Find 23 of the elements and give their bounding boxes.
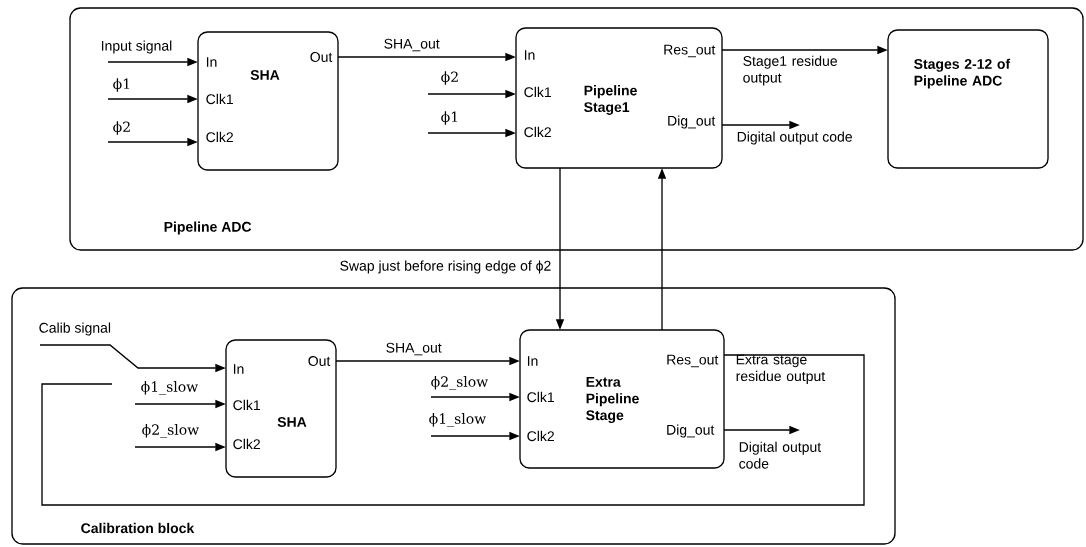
edge-label: Digital output code [739, 441, 822, 469]
block-box: Stages 2-12 of Pipeline ADC [887, 29, 1049, 169]
edge-label: ϕ2 [113, 121, 130, 135]
edge-label: Extra stage residue output [736, 354, 826, 384]
edge-label: ϕ2 [441, 71, 458, 85]
edge-label: Stage1 residue output [743, 55, 837, 86]
edge-label: SHA_out [384, 38, 440, 52]
edge-label: Digital output code [737, 131, 852, 145]
block-box: In Res_out Clk1 Pipeline Stage1 Clk2 Dig_out [515, 27, 723, 169]
block-box: In Out SHA Clk1 Clk2 [197, 31, 339, 171]
edge-label: SHA_out [386, 342, 442, 356]
block-box: In Out Clk1 SHA Clk2 [225, 339, 337, 478]
edge-label: ϕ1 [441, 111, 458, 125]
edge-label: ϕ1_slow [429, 413, 486, 427]
edge-label: ϕ2_slow [142, 424, 199, 438]
block-box: In Res_out Clk1 Extra Pipeline Stage Clk2 Dig_out [519, 329, 725, 469]
signal-line [41, 354, 865, 506]
edge-label: ϕ1 [113, 78, 130, 92]
edge-label: Calib signal [39, 322, 111, 336]
edge-label: Input signal [101, 40, 172, 54]
edge-label: ϕ2_slow [431, 376, 488, 390]
edge-label: ϕ1_slow [141, 381, 198, 395]
annotation-text: Swap just before rising edge of ϕ2 [340, 260, 551, 274]
